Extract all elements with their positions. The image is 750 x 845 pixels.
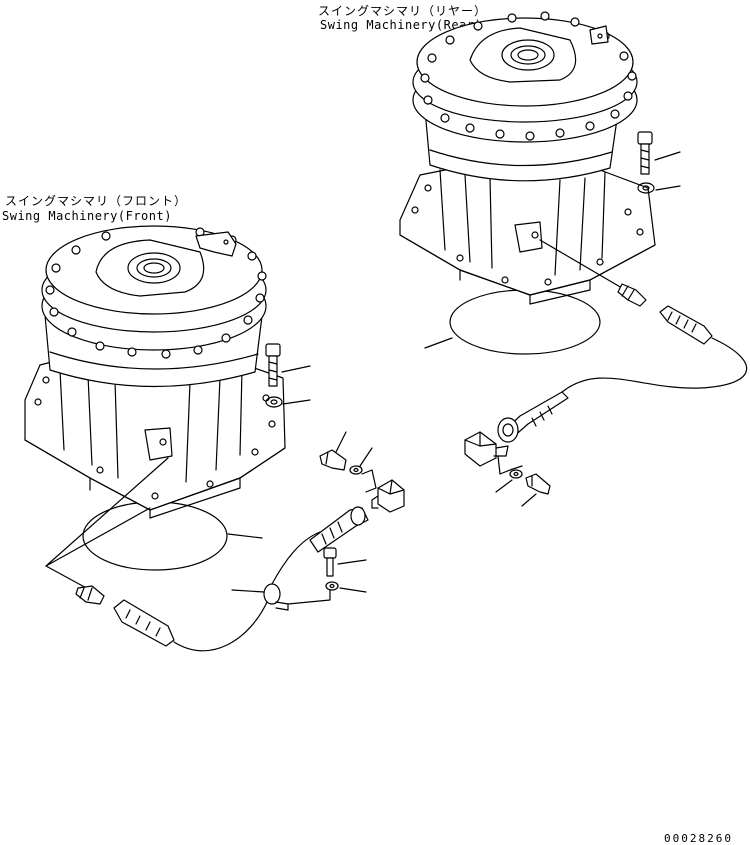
rear-bolt-small xyxy=(526,474,550,494)
front-washer-lower xyxy=(326,582,338,590)
front-output-shaft xyxy=(128,253,180,283)
rear-hose-fitting-upper xyxy=(660,306,712,344)
rear-washer xyxy=(638,183,654,193)
front-o-ring xyxy=(83,502,227,570)
front-hose-fitting-upper xyxy=(310,507,368,552)
rear-hose xyxy=(562,338,747,392)
front-bracket xyxy=(362,470,376,492)
rear-title-en: Swing Machinery(Rear) xyxy=(320,18,483,32)
rear-title-jp: スイングマシマリ（リヤー） xyxy=(318,4,488,18)
front-hose-fitting-lower xyxy=(114,600,174,646)
front-pressure-switch xyxy=(372,480,404,512)
front-hose-clamp xyxy=(264,584,288,610)
rear-flange xyxy=(400,165,655,295)
rear-bolt xyxy=(638,132,652,174)
front-bolt-lower xyxy=(324,548,336,576)
front-washer xyxy=(266,397,282,407)
rear-washer-small xyxy=(510,470,522,478)
drawing-number: 00028260 xyxy=(664,832,733,845)
rear-cover-bolts xyxy=(421,12,636,140)
front-washer-small xyxy=(350,466,362,474)
rear-output-shaft xyxy=(502,40,554,70)
rear-swing-machinery xyxy=(400,12,747,506)
rear-pressure-switch xyxy=(465,432,508,466)
front-swing-machinery xyxy=(25,226,404,651)
rear-flange-holes xyxy=(412,185,643,285)
rear-hose-fitting-lower xyxy=(498,392,568,442)
rear-bracket xyxy=(498,456,522,474)
front-bolt-small xyxy=(320,450,346,470)
rear-hose-adapter xyxy=(618,284,646,306)
front-bolt xyxy=(266,344,280,386)
front-hose xyxy=(174,600,268,651)
front-hose-adapter xyxy=(76,586,104,604)
front-title-en: Swing Machinery(Front) xyxy=(2,209,172,223)
rear-o-ring xyxy=(450,290,600,354)
front-title-jp: スイングマシマリ（フロント） xyxy=(5,194,188,208)
